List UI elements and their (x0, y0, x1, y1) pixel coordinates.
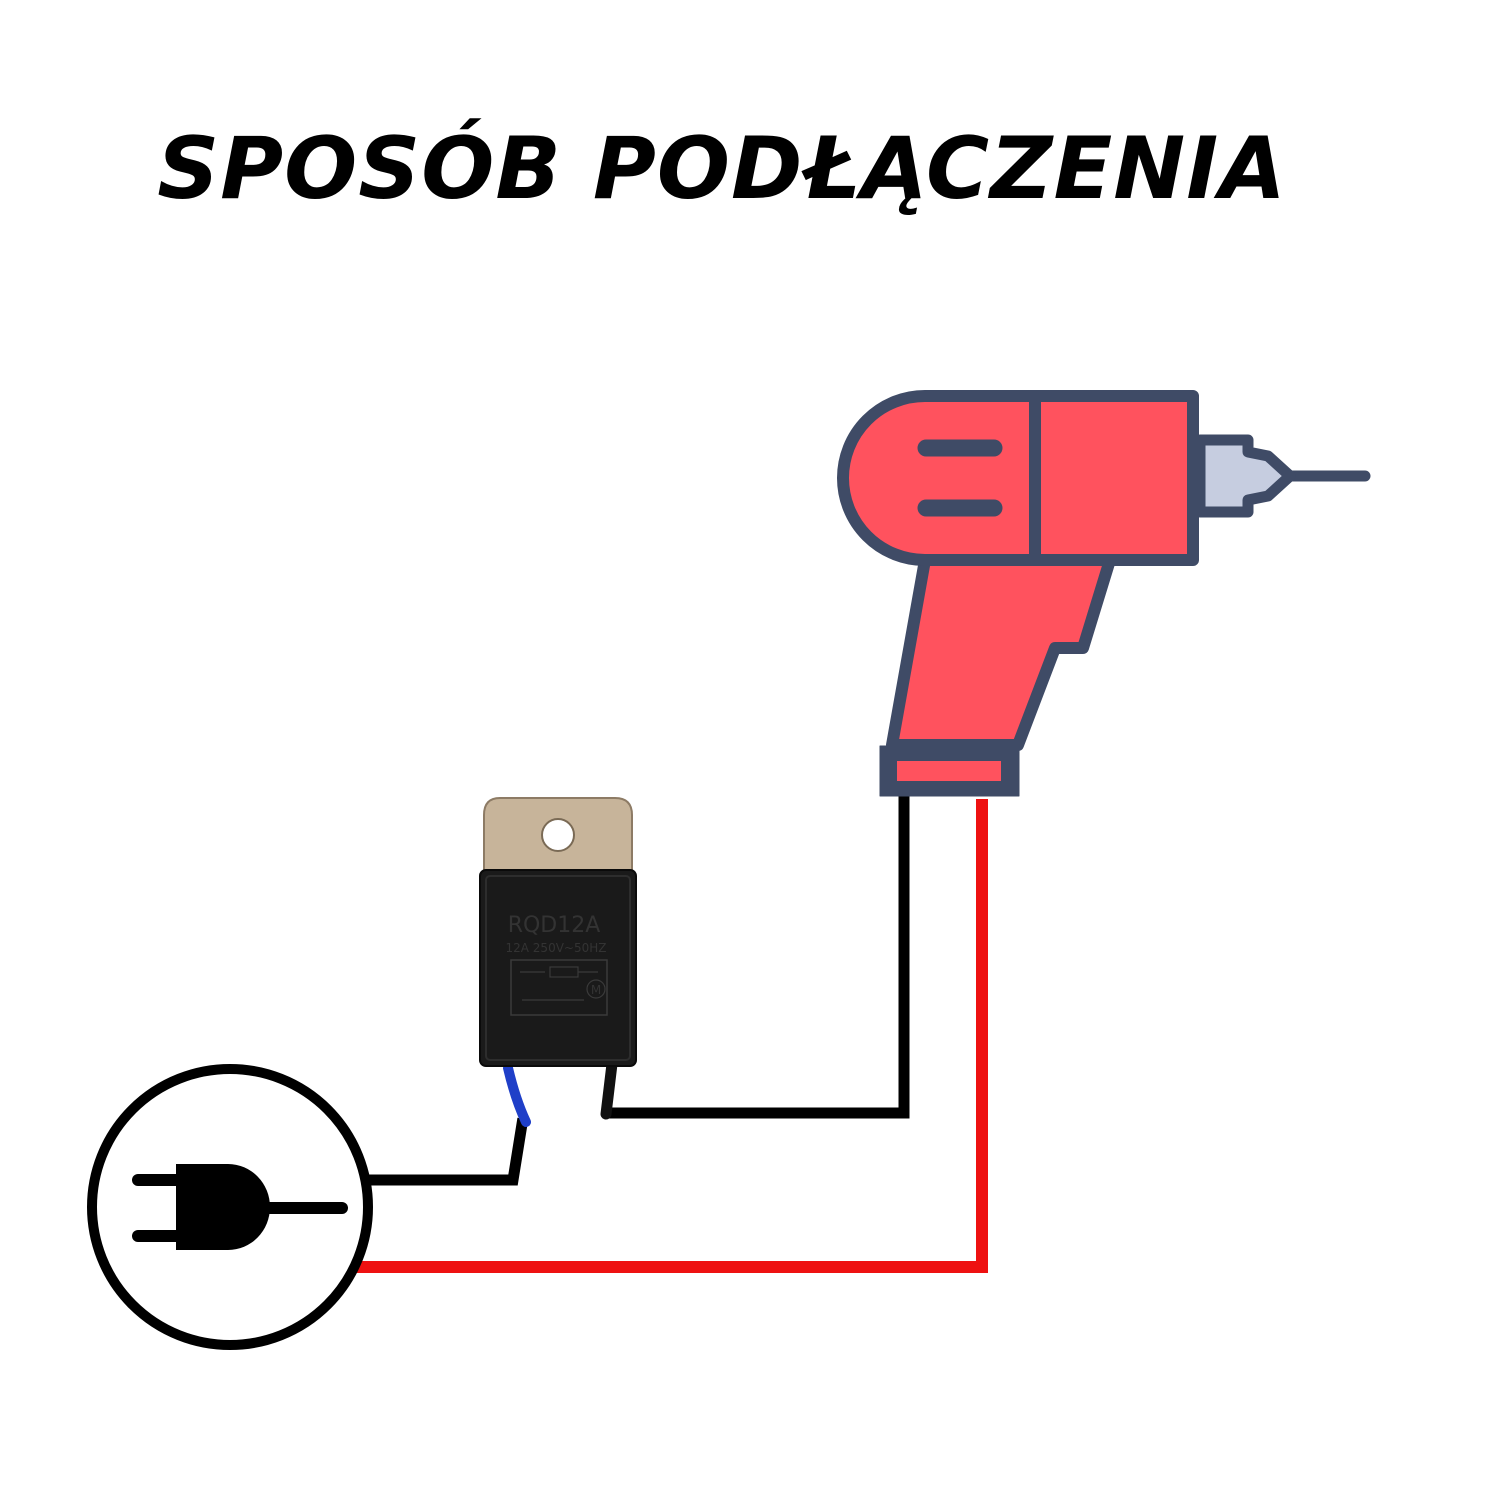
blue-lead (503, 1063, 531, 1127)
module-motor-mark: M (591, 983, 601, 997)
drill-handle (886, 554, 1116, 751)
drill-chuck (1194, 434, 1296, 518)
module-model-label: RQD12A (508, 913, 601, 938)
red-wire (356, 799, 988, 1273)
drill-body (837, 390, 1199, 566)
black-wire-module-to-drill (602, 792, 910, 1119)
module-tab-hole (541, 818, 575, 852)
wiring (356, 792, 988, 1273)
plug-icon (87, 1064, 373, 1350)
drill-icon (837, 390, 1371, 797)
module-rating-label: 12A 250V~50HZ (506, 941, 607, 955)
black-lead (600, 1058, 618, 1120)
soft-start-module: RQD12A 12A 250V~50HZ M (479, 797, 637, 1067)
plug-body (176, 1164, 270, 1250)
black-wire-plug-to-module (364, 1117, 529, 1186)
page-title: SPOSÓB PODŁĄCZENIA (157, 118, 1287, 219)
module-housing (479, 869, 637, 1067)
module-schematic-box (510, 959, 608, 1016)
